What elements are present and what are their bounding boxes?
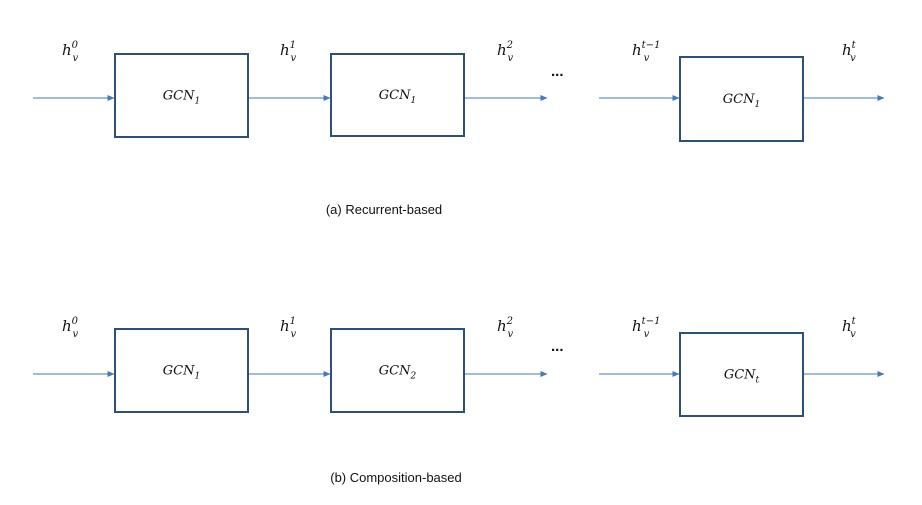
gcn-label: GCNt <box>724 368 760 386</box>
gcn-label: GCN1 <box>163 89 200 107</box>
gcn-label: GCN1 <box>163 364 200 382</box>
gcn-box-3: GCN1 <box>679 56 804 142</box>
ellipsis: ... <box>551 338 564 355</box>
gcn-box-1: GCN1 <box>114 328 249 413</box>
panel-caption: (a) Recurrent-based <box>326 202 442 217</box>
gcn-label: GCN2 <box>379 364 417 382</box>
gcn-box-3: GCNt <box>679 332 804 417</box>
panel-caption: (b) Composition-based <box>330 470 462 485</box>
gcn-label: GCN1 <box>723 92 760 110</box>
gcn-box-1: GCN1 <box>114 53 249 138</box>
gcn-label: GCN1 <box>379 88 416 106</box>
gcn-box-2: GCN2 <box>330 328 465 413</box>
gcn-box-2: GCN1 <box>330 53 465 137</box>
ellipsis: ... <box>551 63 564 80</box>
